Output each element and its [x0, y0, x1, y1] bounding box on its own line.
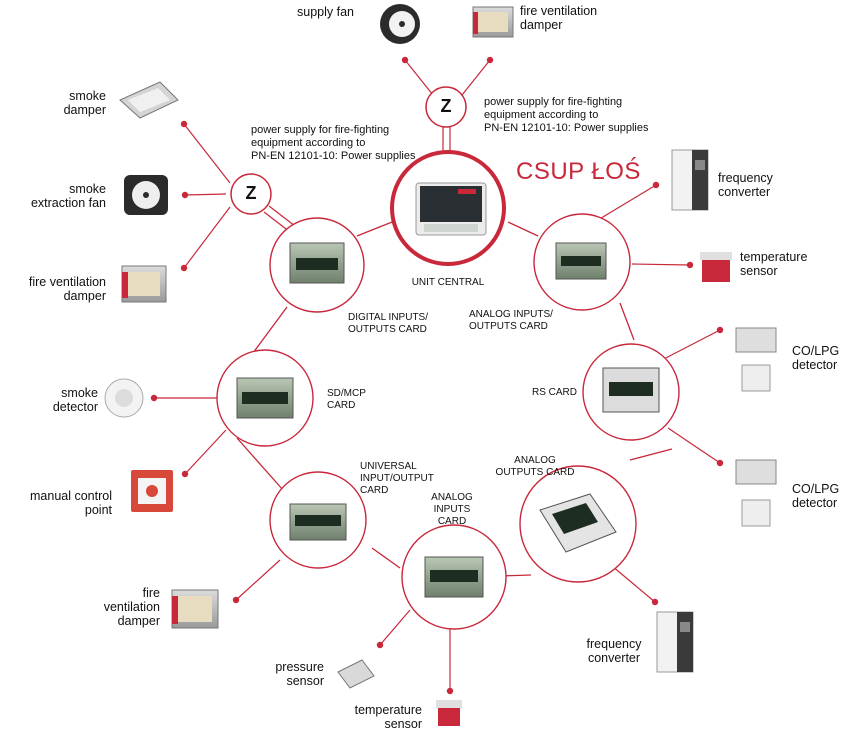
smoke-extraction-fan-label: smoke extraction fan [30, 182, 106, 210]
supply-fan-icon [380, 4, 420, 44]
co-lpg-detector-1-label: CO/LPG detector [792, 344, 840, 372]
frequency-converter-bottom-icon [656, 611, 694, 673]
supply-fan-label: supply fan [297, 5, 354, 19]
fire-damper-bottom-icon [171, 589, 219, 629]
smoke-detector-icon [104, 378, 144, 418]
unit-central-node [390, 150, 506, 266]
diagram-title: CSUP ŁOŚ [516, 158, 641, 185]
card-images [236, 242, 660, 598]
unit-central-label: UNIT CENTRAL [411, 277, 485, 288]
sd-mcp-card-label: SD/MCP CARD [327, 388, 366, 411]
rs-card-image [602, 367, 660, 413]
rs-card-label: RS CARD [532, 387, 578, 398]
smoke-damper-icon [119, 81, 179, 119]
temperature-sensor-right-icon [700, 252, 732, 282]
frequency-converter-top-icon [671, 149, 709, 211]
co-lpg-detector-2-label: CO/LPG detector [792, 482, 840, 510]
pressure-sensor-icon [337, 659, 375, 689]
fire-damper-top-icon [472, 6, 514, 38]
analog-outputs-card-image [539, 493, 617, 553]
manual-call-point-label: manual control point [30, 489, 112, 517]
power-supply-note-left: power supply for fire-fighting equipment… [251, 124, 416, 162]
pressure-sensor-label: pressure sensor [275, 660, 324, 688]
digital-card-label: DIGITAL INPUTS/ OUTPUTS CARD [348, 312, 429, 335]
temperature-sensor-right-label: temperature sensor [740, 250, 808, 278]
manual-call-point-icon [131, 470, 173, 512]
smoke-detector-label: smoke detector [52, 386, 98, 414]
device-images [104, 4, 777, 726]
power-supply-node-top [425, 86, 467, 128]
sd-mcp-card-image [236, 377, 294, 419]
power-supply-symbol-left: Z [245, 183, 257, 203]
temperature-sensor-bottom-label: temperature sensor [354, 703, 422, 731]
co-lpg-detector-1-icon [735, 327, 777, 392]
power-supply-note-top: power supply for fire-fighting equipment… [484, 96, 649, 134]
fire-damper-top-label: fire ventilation damper [520, 4, 598, 32]
fire-damper-left-label: fire ventilation damper [28, 275, 106, 303]
analog-inputs-card-image [424, 556, 484, 598]
analog-io-card-image [555, 242, 607, 280]
ring-connectors [236, 221, 673, 577]
frequency-converter-top-label: frequency converter [718, 171, 773, 199]
power-supply-symbol-top: Z [440, 96, 452, 116]
power-supply-node-left [230, 173, 272, 215]
smoke-damper-label: smoke damper [63, 89, 106, 117]
analog-outputs-card-label: ANALOG OUTPUTS CARD [495, 455, 575, 478]
fire-damper-left-icon [121, 265, 167, 303]
device-connectors [154, 59, 721, 691]
fire-damper-bottom-label: fire ventilation damper [103, 586, 160, 628]
frequency-converter-bottom-label: frequency converter [586, 637, 642, 665]
smoke-extraction-fan-icon [124, 175, 168, 215]
analog-io-card-label: ANALOG INPUTS/ OUTPUTS CARD [469, 309, 553, 332]
temperature-sensor-bottom-icon [436, 700, 462, 726]
universal-card-label: UNIVERSAL INPUT/OUTPUT CARD [360, 461, 434, 496]
co-lpg-detector-2-icon [735, 459, 777, 527]
connector-dots [150, 56, 724, 695]
analog-inputs-card-label: ANALOG INPUTS CARD [431, 492, 473, 527]
universal-card-image [289, 503, 347, 541]
digital-card-image [289, 242, 345, 284]
